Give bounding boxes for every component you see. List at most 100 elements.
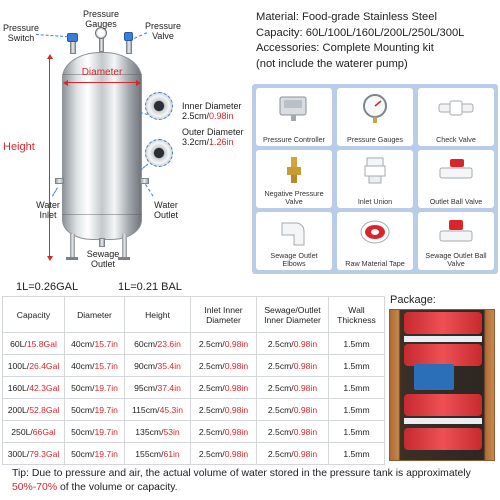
table-header: Sewage/Outlet Inner Diameter (256, 296, 329, 333)
accessory-label: Check Valve (436, 135, 476, 144)
water-outlet-label: Water Outlet (153, 200, 178, 220)
table-cell: 2.5cm/0.98in (256, 376, 329, 399)
tip-prefix: Tip: (12, 468, 29, 479)
cell-imperial: 42.3Gal (29, 382, 60, 393)
tip-text: Due to pressure and air, the actual volu… (28, 468, 471, 479)
cell-metric: 1.5mm (343, 448, 370, 459)
accessory-inlet-union: Inlet Union (337, 150, 413, 208)
negative-pressure-valve-icon (287, 157, 301, 183)
package-photo (389, 309, 495, 461)
table-cell: 95cm/37.4in (124, 376, 191, 399)
height-arrow-down (46, 256, 53, 261)
tank-leg (122, 234, 127, 258)
cell-metric: 2.5cm/ (267, 404, 294, 415)
table-cell: 2.5cm/0.98in (256, 354, 329, 377)
cell-metric: 2.5cm/ (267, 448, 294, 459)
accessory-label: Inlet Union (357, 197, 393, 206)
accessories-grid: Pressure Controller Pressure Gauges Chec… (256, 88, 494, 270)
water-outlet-leader (145, 184, 154, 197)
package-wrap (404, 344, 482, 366)
diameter-arrow-left (63, 79, 68, 86)
cell-imperial: 61in (163, 448, 180, 459)
accessory-label: Raw Material Tape (345, 259, 405, 268)
cell-metric: 1.5mm (343, 426, 370, 437)
cell-metric: 90cm/ (134, 360, 158, 371)
cell-imperial: 0.98in (293, 426, 318, 437)
package-sticker (414, 364, 454, 390)
cell-imperial: 0.98in (293, 360, 318, 371)
package-band (404, 336, 482, 342)
cell-metric: 2.5cm/ (267, 338, 294, 349)
cell-metric: 155cm/ (135, 448, 164, 459)
cell-metric: 1.5mm (343, 360, 370, 371)
pressure-valve-fitting (126, 40, 132, 54)
tank-diagram: Pressure Switch Pressure Gauges Pressure… (0, 0, 250, 275)
cell-metric: 2.5cm/ (267, 382, 294, 393)
table-cell: 50cm/19.7in (64, 442, 125, 465)
cell-metric: 2.5cm/ (198, 382, 225, 393)
spec-capacity: Capacity: 60L/100L/160L/200L/250L/300L (256, 26, 465, 39)
table-cell: 90cm/35.4in (124, 354, 191, 377)
cell-metric: 2.5cm/ (198, 338, 225, 349)
tank-seam-bottom (62, 214, 142, 215)
table-cell: 300L/79.3Gal (2, 442, 65, 465)
table-cell: 1.5mm (328, 398, 385, 421)
accessory-label: Pressure Controller (263, 135, 325, 144)
cell-imperial: 0.98in (224, 448, 249, 459)
cell-imperial: 0.98in (224, 360, 249, 371)
table-cell: 250L/66Gal (2, 420, 65, 443)
cell-metric: 200L/ (7, 404, 30, 415)
cell-metric: 250L/ (11, 426, 33, 437)
water-outlet-fitting (140, 178, 149, 184)
cell-imperial: 19.7in (94, 448, 118, 459)
table-cell: 50cm/19.7in (64, 420, 125, 443)
inner-diameter-in: 0.98in (209, 111, 234, 121)
pressure-gauge-icon (95, 27, 107, 39)
tank-foot (118, 257, 130, 260)
water-inlet-fitting (55, 178, 64, 184)
diameter-arrow-right (136, 79, 141, 86)
accessory-check-valve: Check Valve (418, 88, 494, 146)
table-cell: 1.5mm (328, 376, 385, 399)
table-cell: 40cm/15.7in (64, 354, 125, 377)
package-band (404, 418, 482, 424)
pressure-switch-icon (67, 33, 78, 42)
spec-note: (not include the waterer pump) (256, 57, 408, 70)
conversion-gal: 1L=0.26GAL (16, 281, 79, 293)
cell-imperial: 35.4in (157, 360, 181, 371)
check-valve-icon (438, 100, 474, 116)
table-cell: 60cm/23.6in (124, 332, 191, 355)
cell-imperial: 19.7in (94, 404, 118, 415)
cell-metric: 115cm/ (132, 404, 160, 415)
tank-foot (66, 257, 78, 260)
cell-imperial: 37.4in (157, 382, 181, 393)
cell-imperial: 52.8Gal (29, 404, 60, 415)
outer-diameter-title: Outer Diameter (182, 127, 244, 137)
accessory-sewage-outlet-ball-valve: Sewage Outlet Ball Valve (418, 212, 494, 270)
table-cell: 2.5cm/0.98in (190, 354, 257, 377)
outer-diameter-cm: 3.2cm/ (182, 137, 210, 147)
inner-diameter-label: Inner Diameter 2.5cm/0.98in (182, 101, 252, 121)
cell-imperial: 15.8Gal (26, 338, 57, 349)
table-cell: 2.5cm/0.98in (190, 442, 257, 465)
cell-metric: 40cm/ (71, 360, 95, 371)
conversion-bal: 1L=0.21 BAL (118, 281, 182, 293)
table-cell: 115cm/45.3in (124, 398, 191, 421)
cell-imperial: 0.98in (293, 382, 318, 393)
pressure-controller-icon (279, 96, 307, 121)
table-cell: 2.5cm/0.98in (190, 376, 257, 399)
cell-imperial: 0.98in (293, 404, 318, 415)
cell-metric: 2.5cm/ (198, 426, 225, 437)
height-label: Height (3, 141, 35, 153)
cell-imperial: 66Gal (32, 426, 56, 437)
accessory-label: Negative Pressure Valve (264, 189, 324, 206)
table-cell: 200L/52.8Gal (2, 398, 65, 421)
cell-metric: 1.5mm (343, 382, 370, 393)
table-header: Diameter (64, 296, 125, 333)
inner-diameter-title: Inner Diameter (182, 101, 242, 111)
cell-imperial: 23.6in (157, 338, 181, 349)
